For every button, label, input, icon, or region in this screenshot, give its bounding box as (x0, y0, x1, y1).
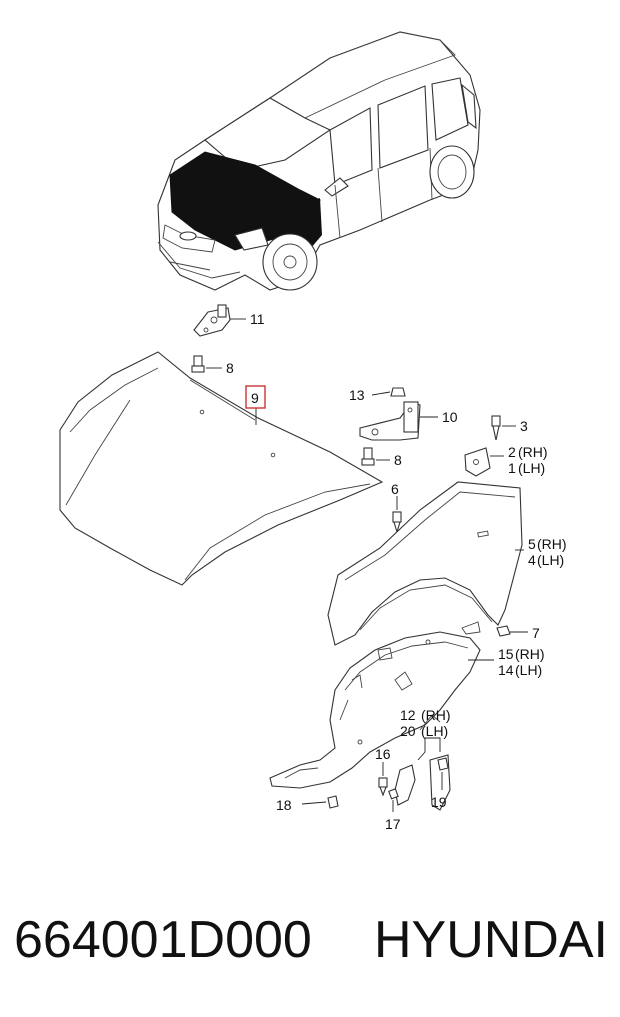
bolt-6 (392, 511, 402, 534)
callout-15-side: (RH) (515, 646, 545, 662)
callout-8-right: 8 (394, 452, 402, 468)
front-fender (327, 481, 523, 646)
callout-9: 9 (251, 390, 259, 406)
inner-fender-liner (269, 631, 481, 789)
nut-18 (327, 795, 339, 809)
callout-20-side: (LH) (421, 723, 448, 739)
callout-2-side: (RH) (518, 444, 548, 460)
callout-3: 3 (520, 418, 528, 434)
callout-1-side: (LH) (518, 460, 545, 476)
callout-12: 12 (400, 707, 416, 723)
nut (390, 387, 406, 397)
screw-17 (388, 788, 399, 800)
hood-bracket (464, 447, 491, 477)
callout-5-side: (RH) (537, 536, 567, 552)
callout-16: 16 (375, 746, 391, 762)
callout-11: 11 (250, 311, 265, 327)
callout-17: 17 (385, 816, 401, 832)
callout-6: 6 (391, 481, 399, 497)
bolt-3 (491, 415, 501, 441)
callout-2: 2 (508, 444, 516, 460)
callout-1: 1 (508, 460, 516, 476)
callout-12-side: (RH) (421, 707, 451, 723)
hood-hinge-upper (193, 304, 231, 337)
hood-hinge-lower (359, 401, 421, 441)
part-number: 664001D000 (14, 911, 312, 969)
bolt-right (361, 447, 375, 466)
callout-4-side: (LH) (537, 552, 564, 568)
clip-7 (496, 625, 511, 637)
callout-19: 19 (431, 794, 447, 810)
callout-10: 10 (442, 409, 458, 425)
callout-4: 4 (528, 552, 536, 568)
footer: 664001D000 HYUNDAI (10, 905, 610, 975)
vehicle-illustration (157, 31, 481, 291)
hood-panel (59, 351, 384, 586)
callout-15: 15 (498, 646, 514, 662)
callout-7: 7 (532, 625, 540, 641)
clip-19 (437, 757, 449, 771)
callout-5: 5 (528, 536, 536, 552)
screw-16 (378, 777, 388, 797)
callout-9-highlight (245, 385, 266, 409)
callout-13: 13 (349, 387, 365, 403)
callout-14-side: (LH) (515, 662, 542, 678)
callout-20: 20 (400, 723, 416, 739)
callout-18: 18 (276, 797, 292, 813)
callout-8-upper: 8 (226, 360, 234, 376)
bolt-upper (191, 355, 205, 373)
parts-diagram: 11 8 9 10 13 8 3 (59, 31, 567, 832)
callout-14: 14 (498, 662, 514, 678)
brand-name: HYUNDAI (373, 911, 608, 969)
